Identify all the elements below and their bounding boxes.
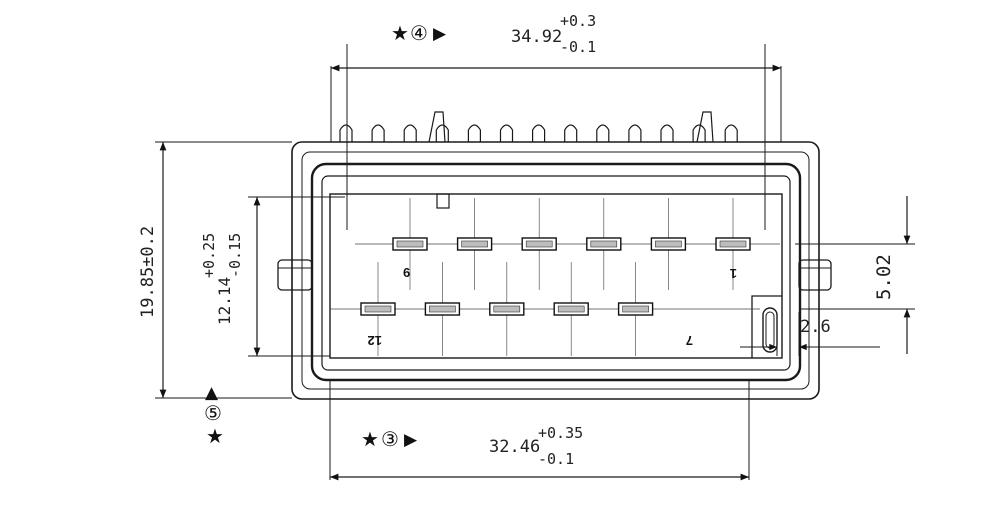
tooth [724,124,738,142]
callout-left-number: ⑤ [204,401,222,425]
pin-contact [396,240,424,248]
callout-top-star: ★ [391,21,409,45]
bottom-width-tol-plus: +0.35 [538,424,583,442]
pin-label-1: 1 [730,266,737,281]
total-height-value: 19.85±0.2 [138,226,158,318]
dimension-bottom-width: 32.46 +0.35 -0.1 [329,380,750,481]
pin-guide-lines [330,198,780,356]
pin-contact [655,240,682,248]
pin-label-7: 7 [686,333,693,348]
left-latch-tab [277,259,313,291]
callout-bottom-number: ③ [381,427,399,451]
tooth [628,124,642,142]
key-slot [762,307,778,353]
dimension-total-height: 19.85±0.2 [138,141,292,399]
tooth [564,124,578,142]
callout-left: ▲ ⑤ ★ [204,383,224,448]
callout-left-arrow: ▲ [205,383,219,403]
top-width-tol-plus: +0.3 [560,12,596,30]
callout-top-arrow: ▶ [433,24,447,44]
bottom-width-tol-minus: -0.1 [538,450,574,468]
callout-bottom-star: ★ [361,427,379,451]
inner-height-tol-minus: -0.15 [226,233,244,278]
dimension-key-width: 2.6 [740,312,880,356]
callout-top-number: ④ [410,21,428,45]
tooth [371,124,385,142]
pin-contact [364,305,392,313]
tooth [660,124,674,142]
callout-bottom-arrow: ▶ [404,430,418,450]
tooth [467,124,481,142]
tooth [403,124,417,142]
inner-height-tol-plus: +0.25 [200,233,218,278]
pin-contact [590,240,618,248]
shroud-outer [310,162,802,382]
latch-tooth-right [696,111,714,143]
polarization-key [751,295,782,358]
pin-contact [719,240,747,248]
right-latch-tab [798,259,832,291]
callout-left-star: ★ [206,424,224,448]
connector-body [277,141,832,400]
key-width-value: 2.6 [800,317,831,337]
top-width-tol-minus: -0.1 [560,38,596,56]
dimension-inner-height: 12.14 +0.25 -0.15 [200,196,345,357]
tooth [532,124,546,142]
dimension-top-width: 34.92 +0.3 -0.1 [330,12,782,230]
latch-tooth-left [428,111,446,143]
pin-contact [622,305,649,313]
pin-labels: 6 1 12 7 [368,265,737,348]
housing-inner-line [301,151,810,390]
row-pitch-value: 5.02 [873,254,895,300]
shroud-inner [321,175,791,371]
bottom-width-value: 32.46 [489,437,540,457]
tooth [692,124,706,142]
top-notch [436,193,450,209]
tooth [339,124,353,142]
inner-height-value: 12.14 [215,277,234,325]
pin-label-12: 12 [368,333,382,348]
dimension-row-pitch: 5.02 [795,196,915,354]
pin-contact [557,305,585,313]
callout-top: ★ ④ ▶ [391,21,447,45]
pin-contact [525,240,553,248]
top-width-value: 34.92 [511,27,562,47]
pin-label-6: 6 [403,265,410,280]
pin-array [360,237,751,316]
cavity [329,193,783,359]
tooth [499,124,514,142]
top-teeth [339,111,738,143]
pin-contact [461,240,488,248]
pin-contact [429,305,456,313]
pin-contact [493,305,521,313]
outer-housing [291,141,820,400]
tooth [596,124,610,142]
callout-bottom: ★ ③ ▶ [361,427,418,451]
tooth [435,124,449,142]
